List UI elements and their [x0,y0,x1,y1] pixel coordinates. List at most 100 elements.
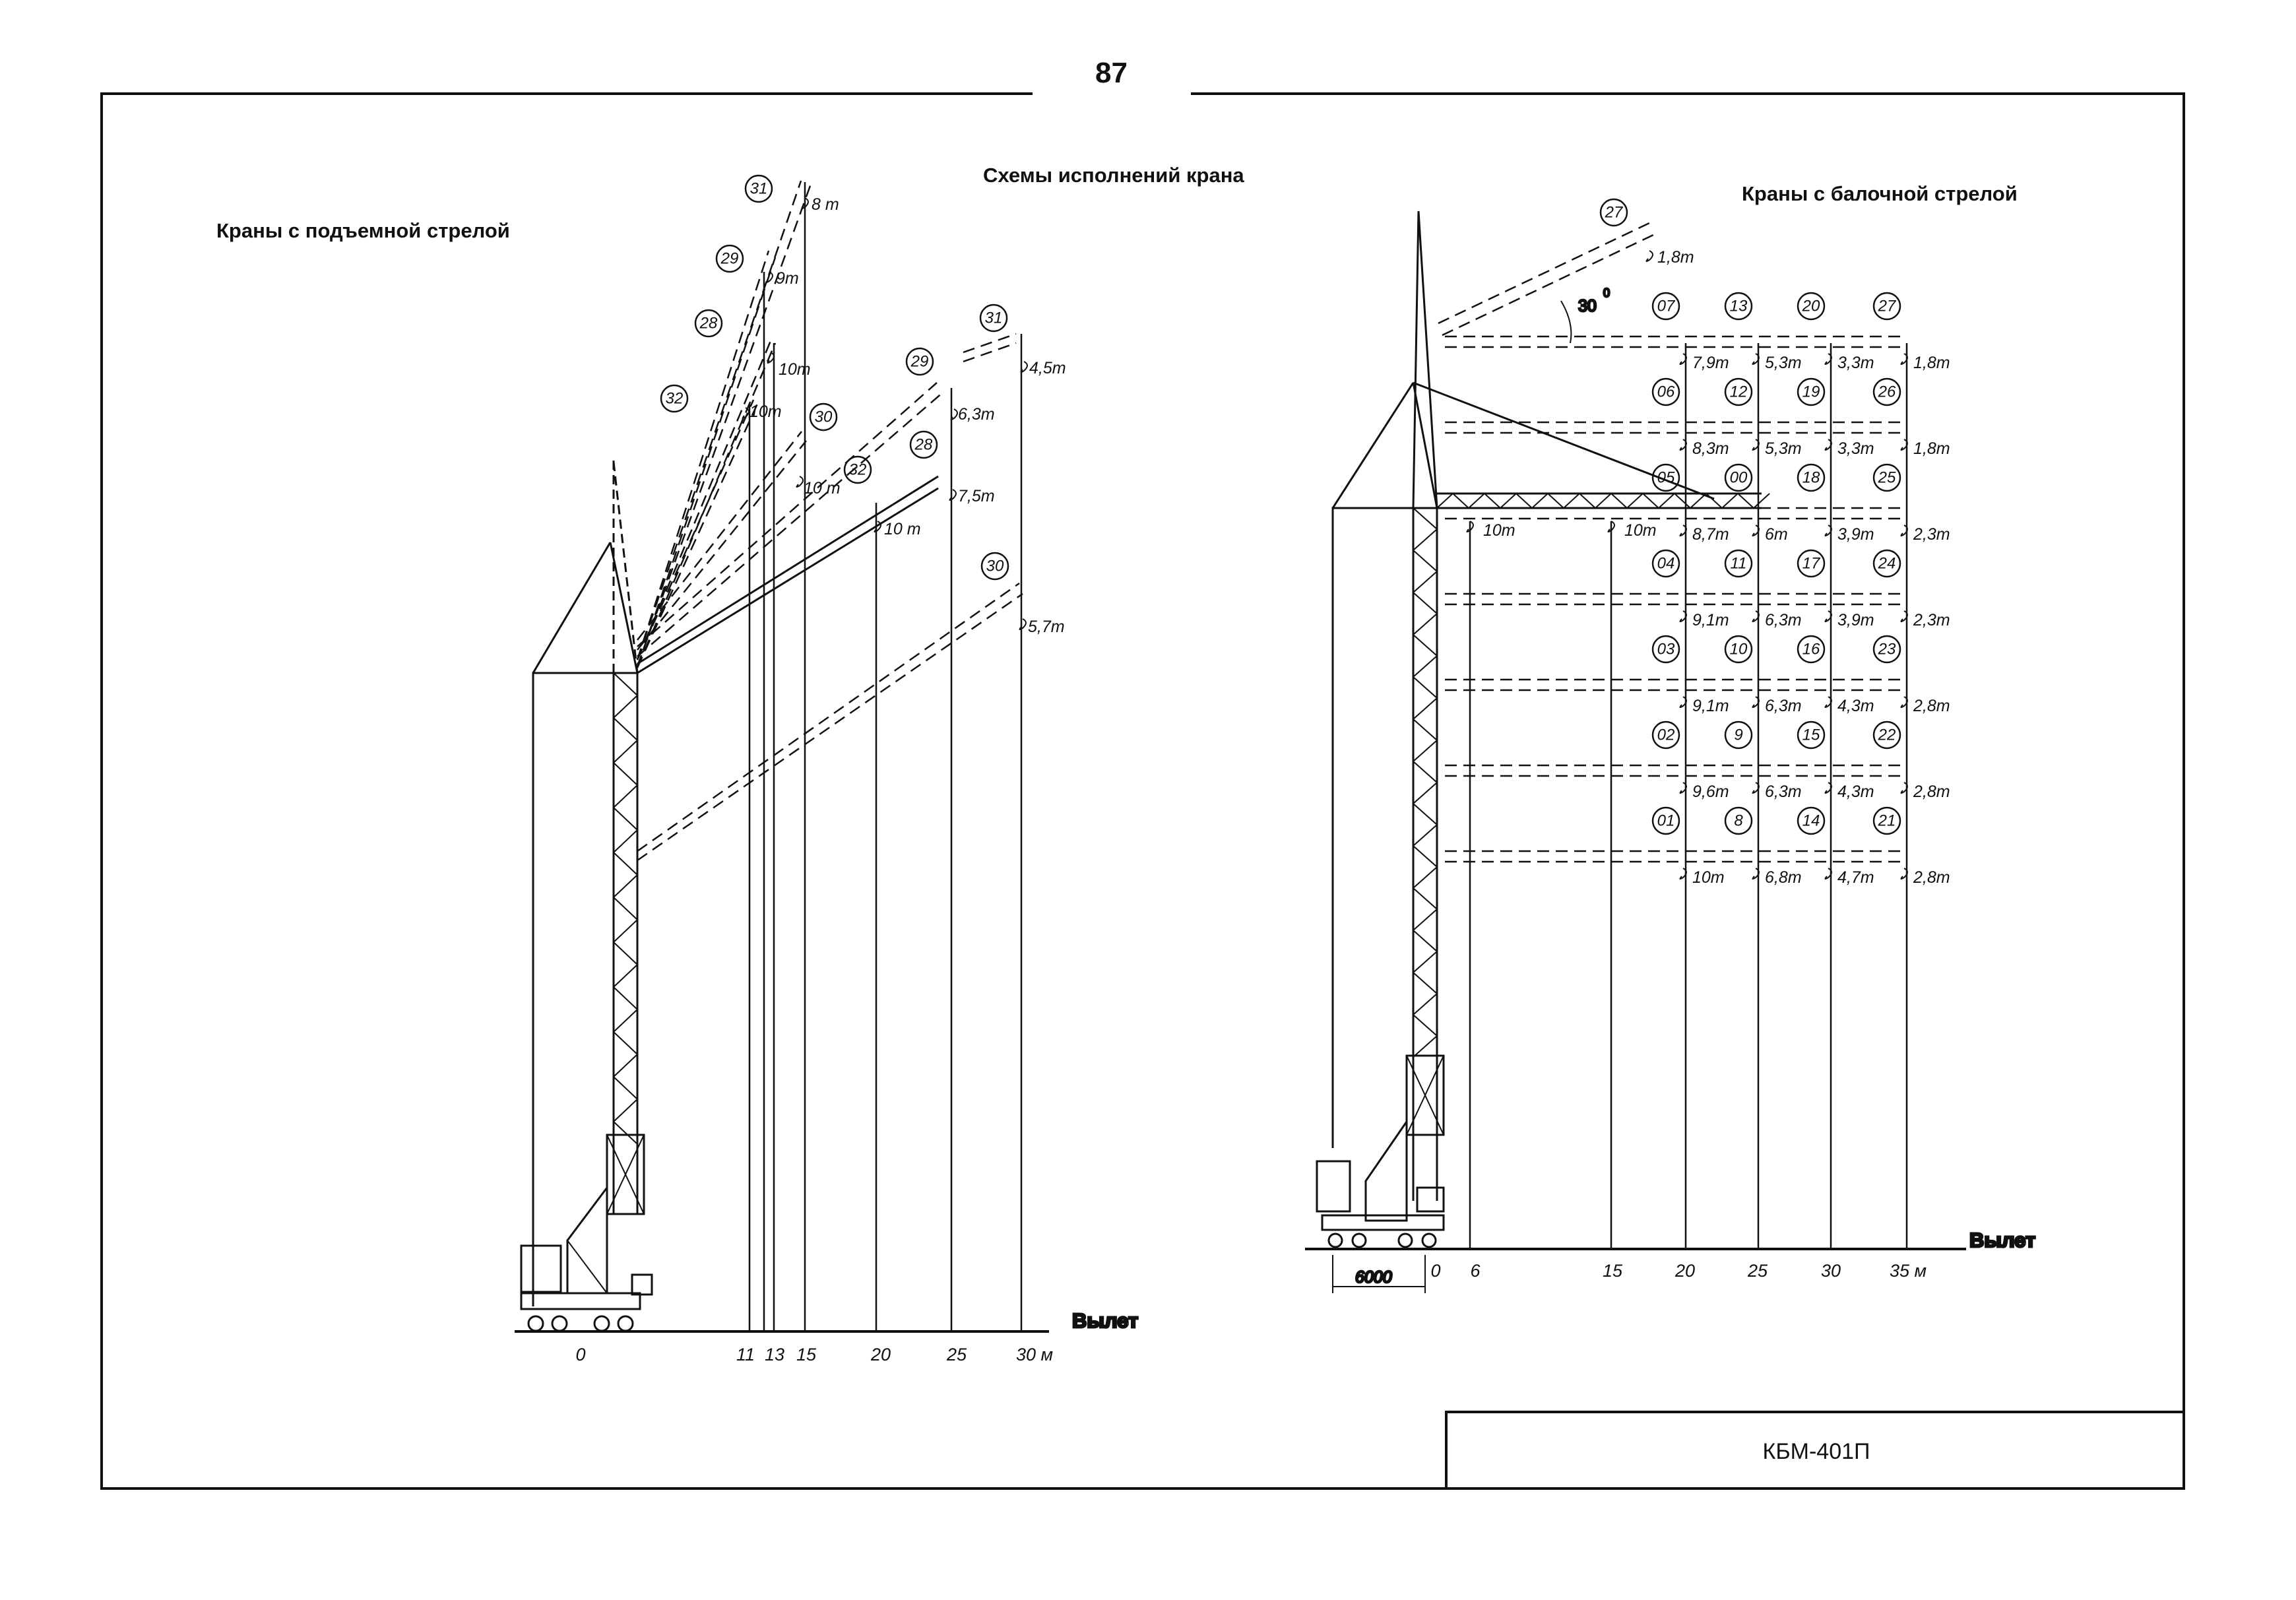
variant-badge: 03 [1651,635,1680,664]
variant-circle [1724,377,1753,406]
hook-icon [1679,868,1687,880]
load-label: 3,9т [1837,611,1874,629]
lattice-brace [1413,634,1438,656]
load-label: 4,7т [1837,868,1874,887]
load-label: 6,3т [958,405,995,424]
load-label: 8 т [812,195,839,214]
lattice-brace [1413,930,1438,952]
variant-number: 13 [1730,298,1748,315]
variant-badge: 28 [909,430,938,459]
variant-number: 01 [1657,812,1675,830]
beam-brace [1531,493,1548,509]
load-label: 10т [749,402,782,421]
load-label: 5,3т [1765,354,1802,372]
load-label: 2,3т [1913,525,1950,544]
variant-badge: 19 [1797,377,1826,406]
hook-icon [1900,439,1908,451]
variant-badge: 27 [1872,292,1901,321]
load-label: 10т [779,360,811,379]
load-label: 6,3т [1765,783,1802,801]
variant-number: 22 [1878,726,1896,744]
lattice-brace [1413,740,1438,762]
lattice-brace [613,964,638,988]
variant-number: 9 [1734,726,1742,744]
doc-code: КБМ-401П [1762,1438,1870,1464]
page-number: 87 [1095,57,1128,89]
hook-icon [874,521,881,533]
lattice-brace [1413,528,1438,551]
variant-circle [1599,198,1628,227]
beam-brace [1642,493,1659,509]
variant-circle [1797,377,1826,406]
title-block: КБМ-401П [1445,1411,2185,1490]
variant-circle [1724,720,1753,750]
load-label: 3,3т [1837,439,1874,458]
axis-tick-label: 11 [736,1345,755,1364]
variant-number: 04 [1657,555,1675,573]
variant-number: 17 [1802,555,1821,573]
load-label: 1,8т [1913,439,1950,458]
axis-tick-label: 25 [1747,1261,1768,1281]
lattice-brace [613,740,638,763]
load-label: 2,3т [1913,611,1950,629]
load-label: 10т [1483,521,1515,540]
variant-badge: 00 [1724,463,1753,492]
variant-circle [1651,292,1680,321]
variant-circle [1651,635,1680,664]
variant-circle [1724,463,1753,492]
lattice-brace [1413,1014,1438,1037]
lattice-brace [1413,951,1438,973]
lattice-brace [613,897,638,920]
variant-number: 8 [1734,812,1743,830]
variant-number: 10 [1730,641,1748,658]
beam-brace [1563,493,1580,509]
lattice-brace [1413,782,1438,804]
hook-icon [1466,521,1474,533]
hook-icon [1824,696,1832,709]
lattice-brace [1413,845,1438,868]
variant-number: 27 [1878,298,1897,315]
variant-circle [809,402,838,432]
base-dimension: 6000 [1355,1268,1392,1287]
hook-icon [1824,525,1832,537]
axis-tick-label: 6 [1470,1261,1481,1281]
load-label: 4,5т [1029,359,1066,377]
load-label: 5,7т [1028,618,1065,636]
lattice-brace [613,1121,638,1145]
hook-icon [801,197,809,210]
variant-badge: 30 [980,552,1009,581]
beam-brace [1658,493,1675,509]
variant-badge: 31 [979,304,1008,333]
lattice-brace [1413,824,1438,847]
hook-icon [1900,868,1908,880]
right-axis-label: Вылет [1969,1229,2035,1252]
load-label: 9,1т [1692,697,1729,715]
axis-tick-label: 0 [575,1345,585,1364]
variant-circle [1651,463,1680,492]
variant-number: 23 [1878,641,1896,658]
variant-badge: 8 [1724,806,1753,835]
axis-tick-label: 30 [1821,1261,1841,1281]
lattice-brace [1413,887,1438,910]
variant-badge: 15 [1797,720,1826,750]
beam-brace [1452,493,1469,509]
lattice-brace [613,672,638,696]
lattice-brace [1413,993,1438,1015]
lattice-brace [1413,571,1438,593]
variant-number: 28 [699,315,718,333]
lattice-brace [1413,550,1438,572]
variant-number: 18 [1802,469,1820,487]
hook-icon [1679,610,1687,623]
hook-icon [1679,696,1687,709]
variant-circle [1797,806,1826,835]
lattice-brace [1413,761,1438,783]
load-label: 1,8т [1913,354,1950,372]
variant-badge: 11 [1724,549,1753,578]
load-label: 9,6т [1692,783,1729,801]
load-label: 6т [1765,525,1788,544]
load-label: 8,7т [1692,525,1729,544]
variant-circle [715,244,744,273]
variant-number: 32 [666,390,684,408]
variant-badge: 30 [809,402,838,432]
variant-badge: 32 [660,384,689,413]
